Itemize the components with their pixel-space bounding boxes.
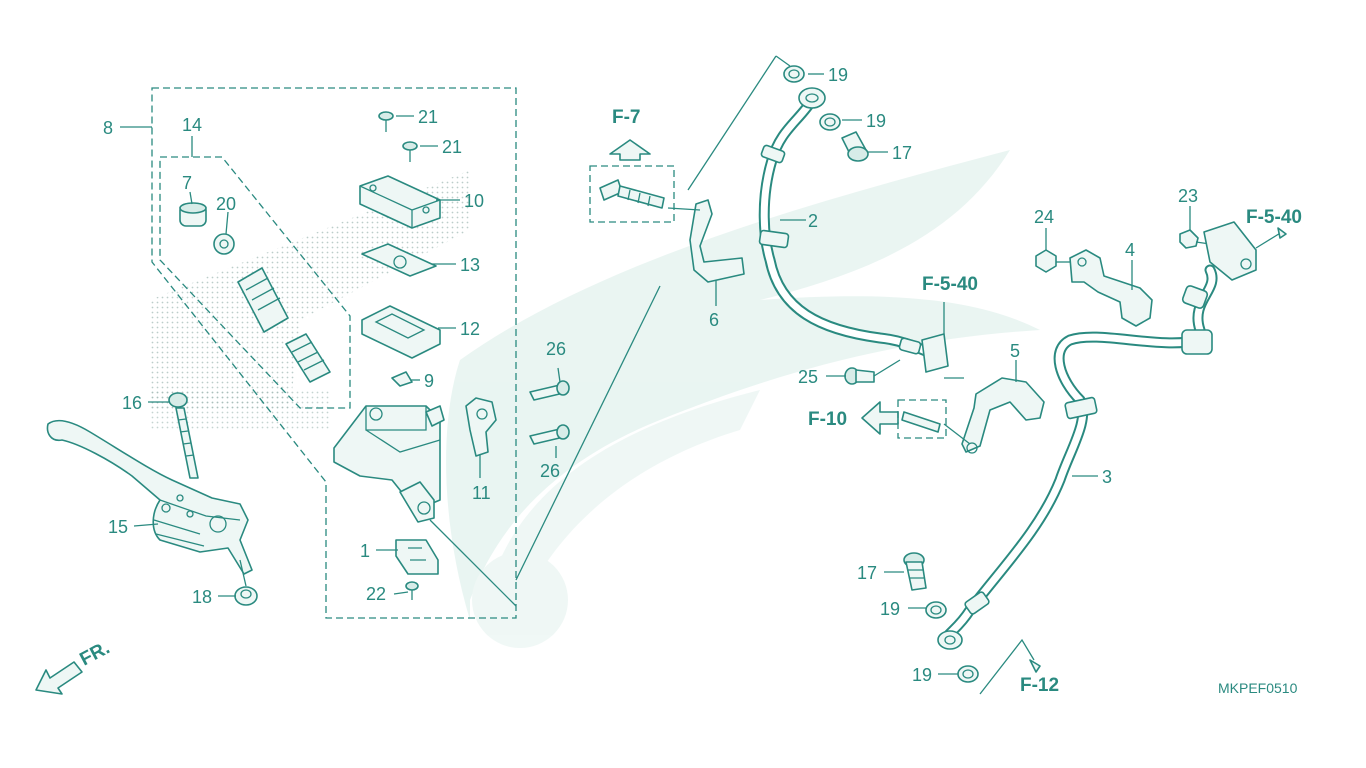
callout-19b: 19 bbox=[866, 111, 886, 131]
bolt-24 bbox=[1035, 249, 1070, 273]
diaphragm bbox=[361, 305, 441, 359]
diagram-code: MKPEF0510 bbox=[1218, 680, 1298, 696]
callout-20: 20 bbox=[216, 194, 236, 214]
callout-15: 15 bbox=[108, 517, 128, 537]
front-direction-arrow-icon bbox=[35, 661, 83, 695]
oil-bolt-17a bbox=[841, 131, 869, 162]
callout-19c: 19 bbox=[880, 599, 900, 619]
callout-leaders bbox=[133, 73, 1191, 675]
diaphragm-plate bbox=[361, 243, 437, 277]
callout-24: 24 bbox=[1034, 207, 1054, 227]
callout-26a: 26 bbox=[546, 339, 566, 359]
ref-f10: F-10 bbox=[808, 409, 847, 430]
piston-set bbox=[237, 267, 331, 383]
callout-26b: 26 bbox=[540, 461, 560, 481]
master-cylinder-assembly-outline bbox=[120, 87, 517, 619]
callout-22: 22 bbox=[366, 584, 386, 604]
callout-numbers: 1 2 3 4 5 6 7 8 9 10 11 12 13 14 15 16 1… bbox=[103, 65, 1198, 685]
callout-7: 7 bbox=[182, 173, 192, 193]
ref-f7: F-7 bbox=[612, 107, 641, 128]
callout-14: 14 bbox=[182, 115, 202, 135]
ref-f12: F-12 bbox=[1020, 675, 1059, 696]
f7-reference-arrow bbox=[609, 139, 651, 161]
callout-3: 3 bbox=[1102, 467, 1112, 487]
callout-9: 9 bbox=[424, 371, 434, 391]
callout-1: 1 bbox=[360, 541, 370, 561]
section-references: F-7 F-5-40 F-5-40 F-10 F-12 bbox=[612, 107, 1302, 696]
oil-bolt-17b bbox=[903, 552, 927, 591]
reservoir-cover bbox=[359, 175, 441, 229]
screw-22 bbox=[405, 581, 419, 600]
sealing-washer-19c bbox=[925, 601, 947, 619]
callout-19a: 19 bbox=[828, 65, 848, 85]
callout-5: 5 bbox=[1010, 341, 1020, 361]
callout-25: 25 bbox=[798, 367, 818, 387]
callout-2: 2 bbox=[808, 211, 818, 231]
hose-clamp bbox=[667, 199, 745, 283]
bolt-26b bbox=[529, 424, 570, 445]
sealing-washer-19a bbox=[783, 65, 805, 83]
callout-4: 4 bbox=[1125, 240, 1135, 260]
brake-light-switch bbox=[395, 539, 439, 575]
f5-40-leader bbox=[943, 302, 964, 379]
brand-watermark bbox=[446, 150, 1040, 648]
sealing-washer-19d bbox=[957, 665, 979, 683]
brake-hose-upper bbox=[758, 87, 949, 373]
callout-13: 13 bbox=[460, 255, 480, 275]
callout-16: 16 bbox=[122, 393, 142, 413]
brake-hose-lower bbox=[937, 264, 1218, 650]
callout-18: 18 bbox=[192, 587, 212, 607]
callout-21a: 21 bbox=[418, 107, 438, 127]
bolt-26a bbox=[529, 380, 570, 401]
ref-f5-40-center: F-5-40 bbox=[922, 274, 978, 295]
f10-reference-arrow bbox=[861, 399, 947, 439]
callout-21b: 21 bbox=[442, 137, 462, 157]
lever-pivot-bolt bbox=[168, 392, 199, 479]
callout-8: 8 bbox=[103, 118, 113, 138]
callout-6: 6 bbox=[709, 310, 719, 330]
dotted-shading bbox=[150, 170, 470, 430]
hose-joint bbox=[1203, 221, 1287, 281]
float-piece bbox=[391, 371, 413, 387]
callout-17a: 17 bbox=[892, 143, 912, 163]
screw-21b bbox=[402, 141, 418, 162]
master-cylinder-body bbox=[333, 405, 445, 523]
hose-bracket-4 bbox=[1069, 249, 1153, 327]
callout-17b: 17 bbox=[857, 563, 877, 583]
brake-lever bbox=[46, 419, 253, 575]
f12-leader bbox=[979, 638, 1041, 695]
bolt-25 bbox=[844, 359, 901, 385]
reservoir-assembly-outline bbox=[159, 136, 351, 409]
connection-lines bbox=[429, 55, 791, 607]
retainer-ring bbox=[213, 233, 235, 255]
ref-f5-40-right: F-5-40 bbox=[1246, 207, 1302, 228]
callout-23: 23 bbox=[1178, 186, 1198, 206]
callout-10: 10 bbox=[464, 191, 484, 211]
master-cylinder-holder bbox=[465, 397, 497, 457]
front-direction-label: FR. bbox=[76, 638, 113, 671]
hose-bracket-5 bbox=[943, 377, 1045, 454]
callout-12: 12 bbox=[460, 319, 480, 339]
callout-19d: 19 bbox=[912, 665, 932, 685]
screw-21a bbox=[378, 111, 394, 132]
callout-11: 11 bbox=[472, 483, 491, 503]
sealing-washer-19b bbox=[819, 113, 841, 131]
reservoir-cap bbox=[179, 202, 207, 227]
f7-bolt bbox=[589, 165, 675, 223]
